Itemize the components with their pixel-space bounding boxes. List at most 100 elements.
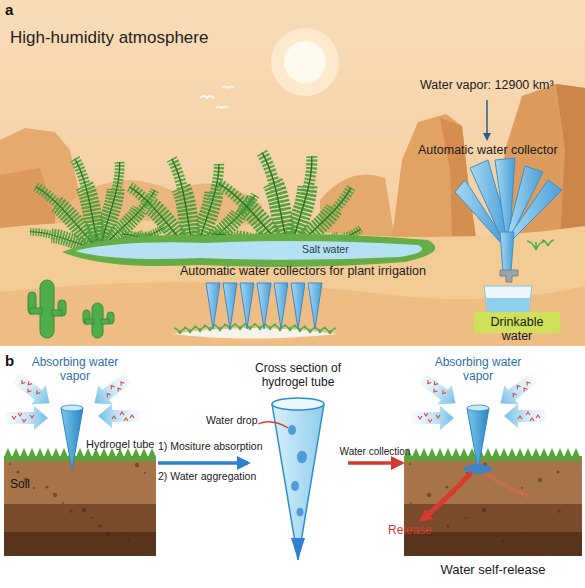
soil-layer: [404, 456, 582, 556]
soil-pebble: [106, 532, 110, 536]
collector-branch: [510, 180, 562, 238]
tube-cross-section: Cross section of hydrogel tube: [250, 362, 346, 562]
vapor-arrow: [6, 406, 48, 430]
node-text: Drinkable water: [474, 315, 560, 344]
cactus-arm: [101, 319, 109, 324]
sky: [0, 0, 585, 346]
hydrogel-tube: [61, 408, 83, 470]
label-box: Drinkable water: [474, 312, 560, 333]
collector-cone: [206, 283, 220, 329]
sprout: [204, 325, 216, 331]
soil-pebble: [427, 493, 431, 497]
soil-pebble: [45, 485, 48, 488]
mesa-shade: [440, 118, 476, 238]
soil-pebble: [16, 470, 19, 473]
release-arrowhead: [419, 509, 433, 522]
collector-row: [206, 283, 322, 329]
soil-pebble: [33, 487, 35, 489]
branching-collector: [455, 158, 562, 272]
sun: [284, 41, 326, 83]
mesa: [495, 84, 585, 240]
process-arrow: [348, 461, 402, 465]
vapor-arrow: [412, 406, 454, 430]
tube-opening: [467, 405, 489, 411]
soil-pebble: [135, 463, 139, 467]
release-arrow: [426, 474, 470, 516]
soil-pebble: [127, 539, 130, 542]
node-text: Soil: [10, 478, 50, 492]
collected-water: [291, 538, 305, 560]
sprout: [214, 325, 226, 331]
soil-pebble: [538, 478, 542, 482]
sprout: [174, 328, 186, 334]
node-text: Water self-release: [404, 563, 582, 578]
collector-cone: [308, 283, 322, 329]
vapor-arrow: [98, 404, 140, 428]
sun-glow: [271, 28, 339, 96]
soil-block: Water self-release: [404, 448, 582, 584]
soil-pebble: [501, 539, 504, 542]
cone-opening: [272, 398, 324, 410]
grass: [4, 448, 156, 461]
node-text: Cross section of hydrogel tube: [250, 362, 346, 390]
soil-pebble: [409, 463, 411, 465]
collector-cone: [257, 283, 271, 329]
collector-cone: [240, 283, 254, 329]
soil-pebble: [556, 470, 559, 473]
water-puddle: [464, 464, 492, 474]
soil-pebble: [428, 532, 432, 536]
soil-layer: [4, 532, 156, 556]
vapor-arrow: [87, 368, 135, 412]
soil-pebble: [144, 472, 146, 474]
water-drop: [288, 425, 296, 435]
planting-bed: [172, 328, 338, 339]
sprout: [244, 324, 256, 330]
soil-pebble: [557, 509, 560, 512]
sprout: [274, 325, 286, 331]
sprout: [304, 327, 316, 333]
sprout-row: [174, 324, 336, 334]
soil-layer: [4, 456, 156, 556]
process-arrow: [158, 461, 248, 465]
vapor-arrow: [493, 368, 541, 412]
soil-pebble: [410, 502, 412, 504]
birds: [200, 87, 234, 109]
sand-dune: [0, 282, 585, 346]
vapor-arrow: [9, 368, 57, 412]
soil-pebble: [53, 493, 57, 497]
collector-cone: [274, 283, 288, 329]
soil-pebble: [521, 487, 523, 489]
cactus: [28, 280, 114, 338]
soil-pebble: [446, 524, 449, 527]
collector-cone: [223, 283, 237, 329]
hydrogel-tube: [467, 408, 489, 470]
salt-water-pool: [75, 241, 422, 260]
collector-cone: [291, 283, 305, 329]
soil-pebble: [520, 532, 522, 534]
leader-line: [258, 422, 288, 428]
soil-pebble: [445, 485, 448, 488]
pool-grass: [62, 234, 435, 267]
soil-pebble: [482, 508, 486, 512]
soil-pebble: [62, 502, 64, 504]
vapor-arrow: [504, 404, 546, 428]
cactus-arm: [52, 310, 62, 316]
soil-pebble: [483, 463, 487, 467]
sprout: [234, 324, 246, 330]
soil-pebble: [120, 532, 122, 534]
soil-pebble: [466, 472, 468, 474]
mesa: [392, 114, 476, 238]
collector-trunk: [500, 232, 514, 272]
sprout: [194, 326, 206, 332]
vapor-arrows-right: [412, 368, 546, 430]
soil-pebble: [91, 517, 93, 519]
soil-pebble: [69, 509, 72, 512]
mesa-shade: [556, 84, 585, 240]
sprout: [184, 327, 196, 333]
soil-pebble: [9, 463, 11, 465]
vapor-arrows-left: [6, 368, 140, 430]
soil-pebble: [465, 517, 467, 519]
